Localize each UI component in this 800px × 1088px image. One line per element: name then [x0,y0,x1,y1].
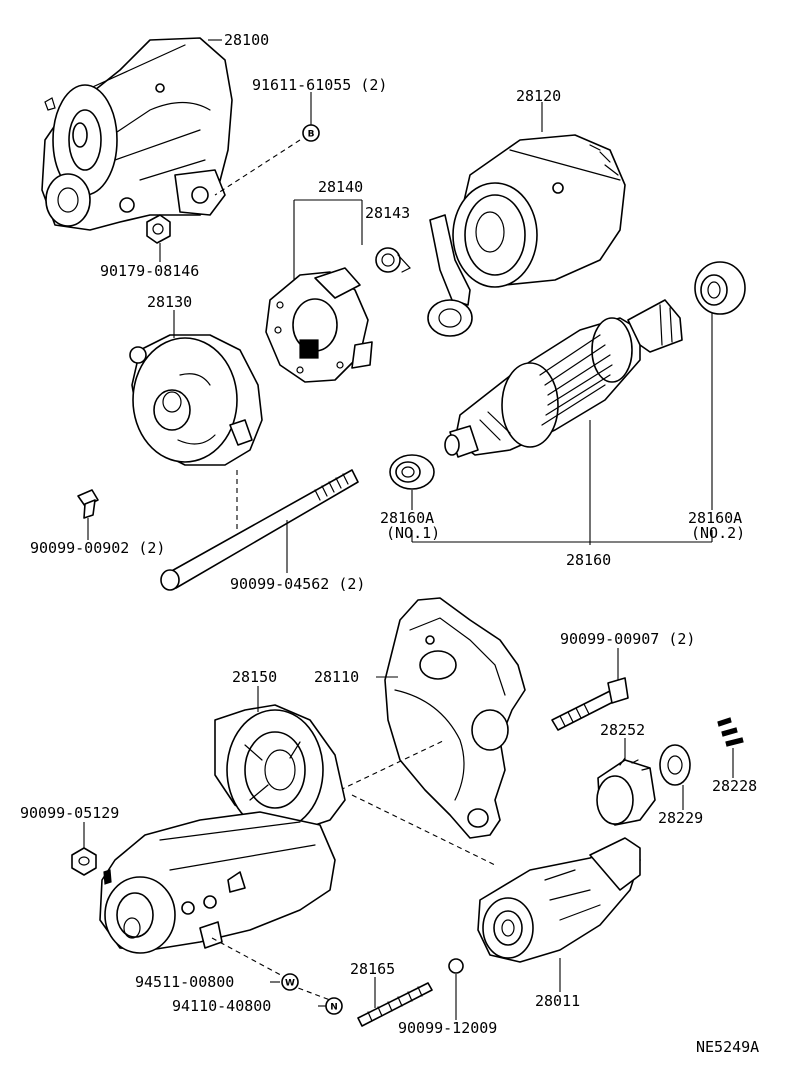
label-solenoid-switch: 28120 [516,87,561,105]
starter-assembly-illustration [41,37,233,231]
label-brush-holder: 28140 [318,178,363,196]
spring-illustration [357,982,433,1027]
label-washer-w: 94511-00800 [135,973,234,991]
label-through-bolt: 90099-04562 (2) [230,575,365,593]
bearing-no2-illustration [694,261,746,315]
nut-top-illustration [146,214,171,244]
label-nut-n: 94110-40800 [172,997,271,1015]
label-nut-top: 90179-08146 [100,262,199,280]
label-brush-spring: 28143 [365,204,410,222]
bolt-b-mark: B [302,124,320,142]
label-clutch-gear: 28252 [600,721,645,739]
label-commutator-end-frame: 28130 [147,293,192,311]
label-screw-right: 90099-00907 (2) [560,630,695,648]
label-armature: 28160 [566,551,611,569]
label-starter-assembly: 28100 [224,31,269,49]
label-spring: 28165 [350,960,395,978]
commutator-end-frame-illustration [129,334,263,466]
label-bearing-no2-part: 28160A [688,509,742,527]
svg-text:N: N [330,1003,338,1013]
through-bolt-illustration [160,469,359,591]
idler-gear-illustration [659,744,691,786]
yoke-illustration [214,704,346,831]
ball-illustration [448,958,464,974]
brush-spring-illustration [375,247,411,273]
bearing-no1-illustration [389,454,435,490]
field-frame-illustration [99,811,336,954]
label-bearing-no1-part: 28160A [380,509,434,527]
brush-holder-illustration [265,267,373,383]
label-nut-bottom-left: 90099-05129 [20,804,119,822]
label-bolt-b: 91611-61055 (2) [252,76,387,94]
label-starter-housing: 28110 [314,668,359,686]
armature-illustration [444,299,683,458]
label-bearing-no2-tag: (NO.2) [691,524,745,542]
label-ball: 90099-12009 [398,1019,497,1037]
screw-right-illustration [551,677,629,731]
label-rollers: 28228 [712,777,757,795]
label-idler-gear: 28229 [658,809,703,827]
screw-left-illustration [77,489,99,519]
washer-w-mark: W [281,973,299,991]
label-bearing-no1-tag: (NO.1) [386,524,440,542]
nut-bottom-left-illustration [71,847,97,876]
label-starter-clutch: 28011 [535,992,580,1010]
clutch-gear-illustration [596,757,656,826]
rollers-illustration [717,717,744,747]
label-screw-left: 90099-00902 (2) [30,539,165,557]
diagram-code: NE5249A [696,1038,759,1056]
solenoid-switch-illustration [427,134,626,337]
nut-n-mark: N [325,997,343,1015]
label-yoke: 28150 [232,668,277,686]
svg-text:W: W [285,979,295,989]
starter-clutch-illustration [477,837,641,963]
svg-text:B: B [308,130,315,140]
starter-housing-illustration [384,597,526,839]
